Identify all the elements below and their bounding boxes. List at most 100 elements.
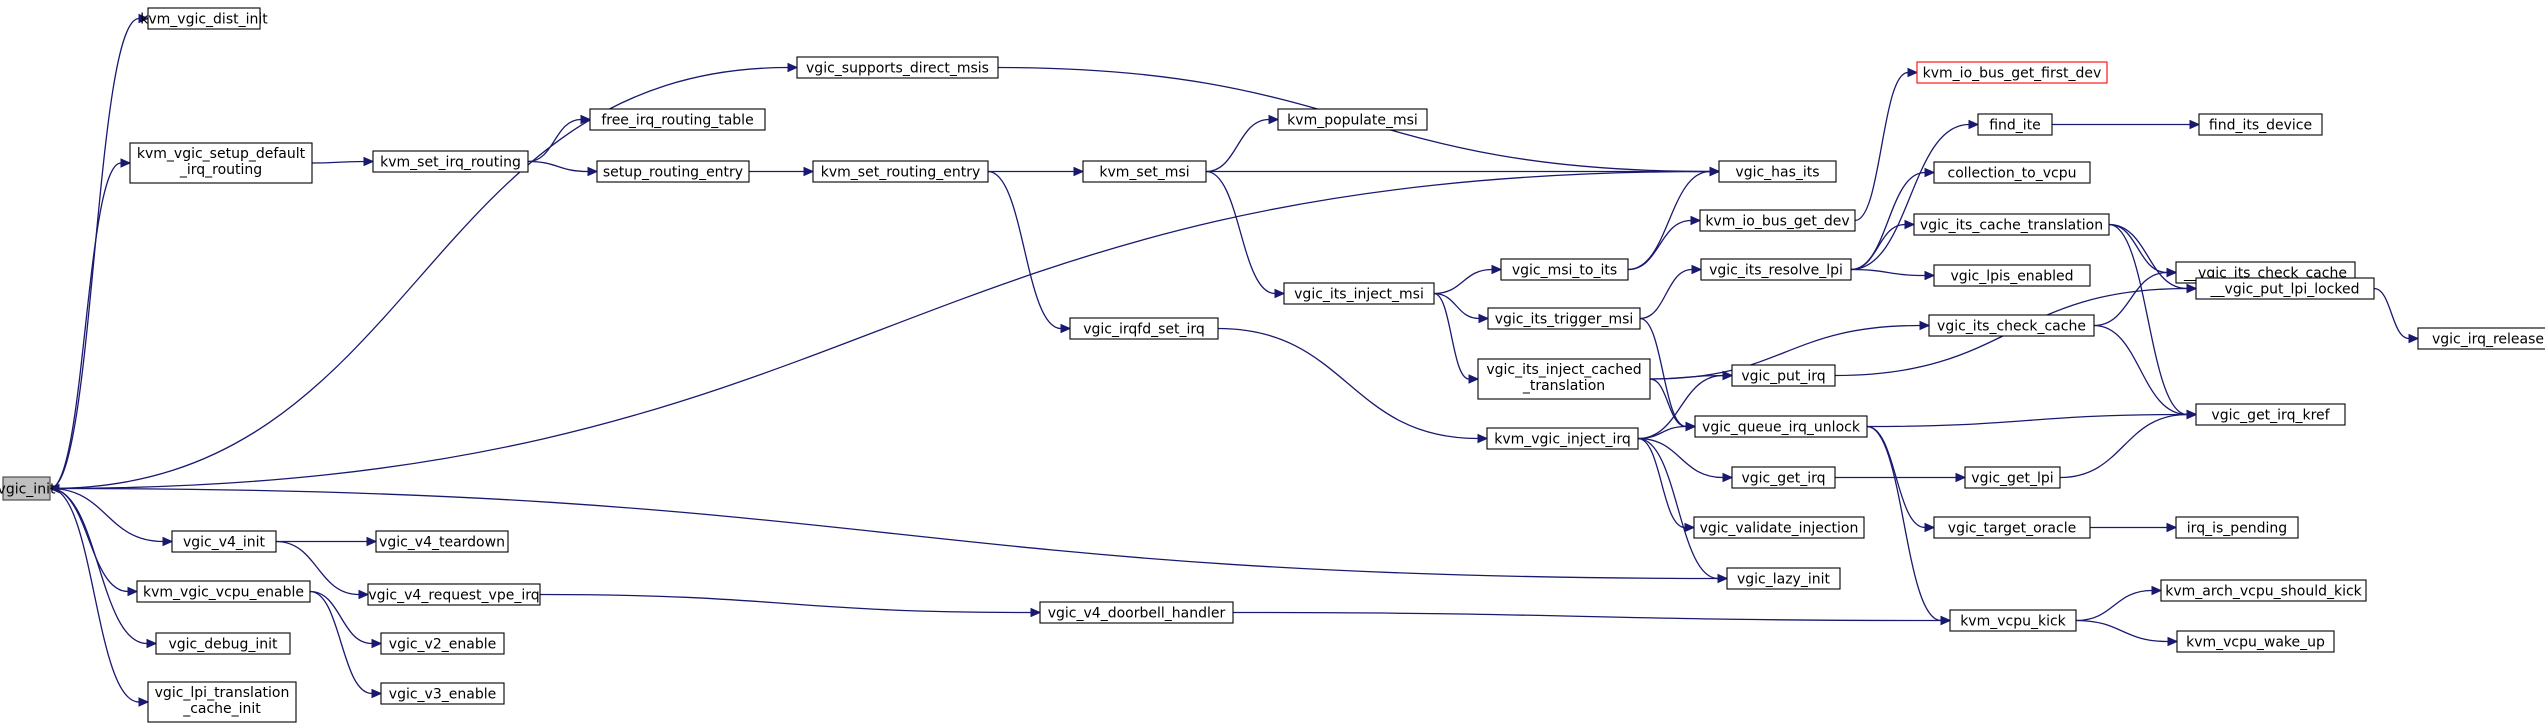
- node-vgic-queue-irq-unlock[interactable]: vgic_queue_irq_unlock: [1694, 415, 1868, 438]
- node-box: [1487, 307, 1641, 330]
- node-kvm-io-bus-get-first-dev[interactable]: kvm_io_bus_get_first_dev: [1916, 61, 2108, 84]
- call-edge-vgic-get-irq-to-vgic-get-lpi: [1835, 472, 1967, 483]
- node-kvm-set-irq-routing[interactable]: kvm_set_irq_routing: [372, 150, 529, 173]
- node-vgic-v2-enable[interactable]: vgic_v2_enable: [380, 632, 505, 655]
- node-vgic-its-trigger-msi[interactable]: vgic_its_trigger_msi: [1487, 307, 1641, 330]
- node-box: [1726, 567, 1841, 590]
- node-box: [380, 682, 505, 705]
- node-box: [2417, 327, 2545, 350]
- node-vgic-lpi-translation-cache-init[interactable]: vgic_lpi_translation_cache_init: [147, 681, 297, 723]
- node-label: vgic_v4_init: [183, 535, 266, 551]
- call-edge-vgic-its-resolve-lpi-to-vgic-its-cache-translation: [1850, 219, 1916, 271]
- node-label: vgic_queue_irq_unlock: [1702, 420, 1861, 436]
- node-label: vgic_irqfd_set_irq: [1083, 322, 1205, 338]
- node-vgic-v4-doorbell-handler[interactable]: vgic_v4_doorbell_handler: [1039, 601, 1234, 624]
- node-kvm-vgic-vcpu-enable[interactable]: kvm_vgic_vcpu_enable: [136, 580, 311, 603]
- node-kvm-arch-vcpu-should-kick[interactable]: kvm_arch_vcpu_should_kick: [2160, 579, 2367, 602]
- call-edge-vgic-its-inject-cached-translation-to-vgic-queue-irq-unlock: [1649, 378, 1697, 432]
- node-collection-to-vcpu[interactable]: collection_to_vcpu: [1933, 161, 2091, 184]
- call-edge-kvm-set-msi-to-kvm-populate-msi: [1205, 114, 1280, 173]
- node-find-ite[interactable]: find_ite: [1977, 113, 2053, 136]
- call-edge-kvm-set-routing-entry-to-kvm-set-msi: [988, 166, 1085, 177]
- node-label: kvm_set_routing_entry: [821, 165, 980, 181]
- node-label: vgic_supports_direct_msis: [806, 61, 989, 77]
- node-setup-routing-entry[interactable]: setup_routing_entry: [596, 160, 750, 183]
- node-kvm-io-bus-get-dev[interactable]: kvm_io_bus_get_dev: [1699, 209, 1856, 232]
- node-label: kvm_io_bus_get_dev: [1705, 214, 1849, 230]
- node-vgic-irq-release[interactable]: vgic_irq_release: [2417, 327, 2545, 350]
- node-kvm-set-routing-entry[interactable]: kvm_set_routing_entry: [812, 160, 989, 183]
- node-box: [1913, 213, 2110, 236]
- node-box: [1283, 282, 1435, 305]
- node-kvm-vgic-inject-irq[interactable]: kvm_vgic_inject_irq: [1486, 427, 1639, 450]
- node-vgic-get-irq[interactable]: vgic_get_irq: [1731, 466, 1836, 489]
- node-vgic-target-oracle[interactable]: vgic_target_oracle: [1933, 516, 2091, 539]
- node-kvm-vgic-dist-init[interactable]: kvm_vgic_dist_init: [140, 7, 268, 30]
- node-kvm-vcpu-wake-up[interactable]: kvm_vcpu_wake_up: [2176, 630, 2335, 653]
- node-box: [1916, 61, 2108, 84]
- node-vgic-put-irq[interactable]: vgic_put_irq: [1731, 364, 1836, 387]
- call-edge-vgic-its-trigger-msi-to-vgic-its-resolve-lpi: [1639, 264, 1703, 320]
- node-vgic-put-lpi-locked[interactable]: __vgic_put_lpi_locked: [2195, 277, 2375, 300]
- node-box: [2160, 579, 2367, 602]
- node-vgic-v4-teardown[interactable]: vgic_v4_teardown: [375, 530, 509, 553]
- node-vgic-validate-injection[interactable]: vgic_validate_injection: [1693, 516, 1865, 539]
- node-kvm-vcpu-kick[interactable]: kvm_vcpu_kick: [1949, 609, 2077, 632]
- node-vgic-msi-to-its[interactable]: vgic_msi_to_its: [1500, 258, 1629, 281]
- call-edge-vgic-irqfd-set-irq-to-kvm-vgic-inject-irq: [1217, 327, 1489, 444]
- node-label: setup_routing_entry: [603, 165, 743, 181]
- node-vgic-init[interactable]: vgic_init: [0, 476, 56, 501]
- call-edge-vgic-init-to-kvm-vgic-dist-init: [49, 13, 150, 490]
- node-label: vgic_its_inject_msi: [1294, 287, 1424, 303]
- node-box: [1964, 466, 2061, 489]
- call-edge-vgic-get-lpi-to-vgic-get-irq-kref: [2059, 409, 2198, 479]
- node-box: [1977, 113, 2053, 136]
- node-kvm-vgic-setup-default-irq-routing[interactable]: kvm_vgic_setup_default_irq_routing: [129, 142, 313, 184]
- node-box: [1039, 601, 1234, 624]
- node-vgic-its-cache-translation[interactable]: vgic_its_cache_translation: [1913, 213, 2110, 236]
- call-edge-vgic-its-resolve-lpi-to-find-ite: [1850, 119, 1980, 271]
- node-label: vgic_get_lpi: [1971, 471, 2053, 487]
- node-vgic-v4-request-vpe-irq[interactable]: vgic_v4_request_vpe_irq: [367, 583, 541, 606]
- node-box: [155, 632, 291, 655]
- node-vgic-v3-enable[interactable]: vgic_v3_enable: [380, 682, 505, 705]
- node-find-its-device[interactable]: find_its_device: [2198, 113, 2323, 136]
- node-vgic-get-lpi[interactable]: vgic_get_lpi: [1964, 466, 2061, 489]
- call-edge-vgic-init-to-vgic-v4-init: [49, 487, 174, 547]
- node-box: [2175, 516, 2299, 539]
- node-vgic-its-check-cache[interactable]: vgic_its_check_cache: [1928, 314, 2095, 337]
- node-label: vgic_its_inject_cached: [1486, 362, 1641, 378]
- call-edge-vgic-msi-to-its-to-kvm-io-bus-get-dev: [1627, 215, 1702, 271]
- node-label: vgic_lazy_init: [1737, 572, 1831, 588]
- node-kvm-populate-msi[interactable]: kvm_populate_msi: [1277, 108, 1428, 131]
- node-box: [2195, 277, 2375, 300]
- node-vgic-irqfd-set-irq[interactable]: vgic_irqfd_set_irq: [1069, 317, 1219, 340]
- node-label: vgic_init: [0, 482, 56, 498]
- node-vgic-has-its[interactable]: vgic_has_its: [1718, 160, 1837, 183]
- node-vgic-its-inject-cached-translation[interactable]: vgic_its_inject_cached_translation: [1477, 358, 1651, 400]
- call-edge-kvm-vgic-inject-irq-to-vgic-validate-injection: [1637, 437, 1696, 533]
- node-vgic-lpis-enabled[interactable]: vgic_lpis_enabled: [1933, 264, 2091, 287]
- node-box: [596, 160, 750, 183]
- node-box: [147, 681, 297, 723]
- node-box: [372, 150, 529, 173]
- node-label: __vgic_put_lpi_locked: [2210, 282, 2360, 298]
- node-label: collection_to_vcpu: [1948, 166, 2077, 182]
- node-vgic-get-irq-kref[interactable]: vgic_get_irq_kref: [2195, 403, 2346, 426]
- call-edge-kvm-set-msi-to-vgic-has-its: [1206, 166, 1721, 177]
- node-label: vgic_get_irq: [1741, 471, 1825, 487]
- node-vgic-its-inject-msi[interactable]: vgic_its_inject_msi: [1283, 282, 1435, 305]
- node-vgic-v4-init[interactable]: vgic_v4_init: [171, 530, 277, 553]
- node-irq-is-pending[interactable]: irq_is_pending: [2175, 516, 2299, 539]
- node-label: vgic_v3_enable: [389, 687, 496, 703]
- node-vgic-lazy-init[interactable]: vgic_lazy_init: [1726, 567, 1841, 590]
- call-edge-kvm-vcpu-kick-to-kvm-vcpu-wake-up: [2075, 619, 2179, 647]
- node-vgic-its-resolve-lpi[interactable]: vgic_its_resolve_lpi: [1700, 258, 1852, 281]
- node-vgic-debug-init[interactable]: vgic_debug_init: [155, 632, 291, 655]
- node-box: [1731, 466, 1836, 489]
- node-free-irq-routing-table[interactable]: free_irq_routing_table: [589, 108, 766, 131]
- node-box: [2176, 630, 2335, 653]
- node-kvm-set-msi[interactable]: kvm_set_msi: [1082, 160, 1207, 183]
- node-box: [2198, 113, 2323, 136]
- node-vgic-supports-direct-msis[interactable]: vgic_supports_direct_msis: [796, 56, 999, 79]
